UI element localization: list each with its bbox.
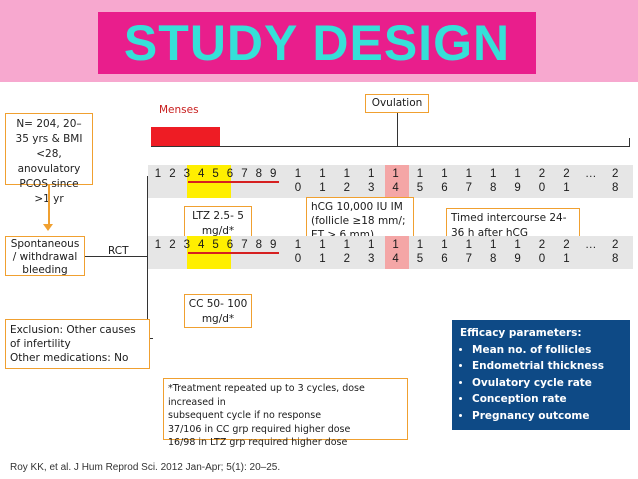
efficacy-item: Ovulatory cycle rate: [472, 375, 622, 392]
timeline-day: 2 1: [563, 239, 570, 265]
treatment-note-line: 16/98 in LTZ grp required higher dose: [168, 437, 348, 448]
timeline-day: 1 8: [489, 168, 497, 194]
timeline-day: 1 1: [319, 168, 326, 194]
timeline-day: 1 5: [416, 168, 424, 194]
timeline-day: 1 9: [514, 239, 521, 265]
ovulation-text: Ovulation: [371, 97, 423, 109]
timeline-day: 1 2: [343, 168, 350, 194]
spontaneous-box: Spontaneous / withdrawal bleeding: [5, 236, 85, 276]
timeline-day: 1 6: [441, 239, 448, 265]
hcg-day-highlight-2: [385, 236, 409, 269]
timeline-day: 1 2: [343, 239, 350, 265]
timeline-day: 1 8: [489, 239, 497, 265]
timeline-day: 6: [226, 239, 234, 251]
menses-label: Menses: [159, 104, 199, 116]
exclusion-text: Exclusion: Other causes of infertility: [10, 324, 136, 350]
timeline-day: 8: [255, 168, 262, 180]
timeline-day: 2 0: [538, 239, 546, 265]
ltz-box: LTZ 2.5- 5 mg/d*: [184, 206, 252, 240]
rct-bracket: [147, 176, 148, 338]
timeline-day: 8: [255, 239, 262, 251]
cc-underline: [188, 252, 279, 254]
timeline-day: 1: [154, 239, 162, 251]
other-medications-text: Other medications: No: [10, 352, 129, 364]
treatment-note-line: 37/106 in CC grp required higher dose: [168, 423, 351, 435]
timeline-day: 4: [197, 168, 205, 180]
efficacy-heading: Efficacy parameters:: [460, 327, 582, 339]
timeline-day: 1: [154, 168, 162, 180]
hcg-box: hCG 10,000 IU IM (follicle ≥18 mm/; ET >…: [306, 197, 414, 243]
efficacy-item: Endometrial thickness: [472, 358, 622, 375]
efficacy-item: Mean no. of follicles: [472, 342, 622, 359]
timeline-day: 3: [183, 239, 190, 251]
timeline-day: 1 7: [465, 239, 472, 265]
timeline-day: …: [585, 168, 597, 180]
ovulation-box: Ovulation: [365, 94, 429, 113]
timeline-day: 1 3: [367, 168, 375, 194]
hcg-text: hCG 10,000 IU IM (follicle ≥18 mm/; ET >…: [311, 201, 406, 241]
timeline-day: 2 8: [611, 168, 619, 194]
timeline-day: 1 4: [392, 168, 399, 194]
timeline-day: 7: [241, 168, 248, 180]
rct-label: RCT: [108, 245, 129, 257]
timeline-day: 3: [183, 168, 190, 180]
arrow-down-icon: [43, 224, 53, 231]
treatment-note-box: *Treatment repeated up to 3 cycles, dose…: [163, 378, 408, 448]
timeline-day: …: [585, 239, 597, 251]
ltz-text: LTZ 2.5- 5 mg/d*: [192, 210, 244, 237]
rct-branch-bottom: [147, 338, 153, 339]
timeline-day: 4: [197, 239, 205, 251]
timeline-day: 1 5: [416, 239, 424, 265]
timeline-day: 1 9: [514, 168, 521, 194]
timeline-day: 9: [269, 239, 277, 251]
timeline-day: 2: [169, 168, 176, 180]
spontaneous-text: Spontaneous / withdrawal bleeding: [10, 238, 80, 276]
timeline-day: 1 1: [319, 239, 326, 265]
ovulation-marker: [397, 113, 398, 146]
treatment-note-line: subsequent cycle if no response: [168, 410, 322, 421]
timeline-day: 1 6: [441, 168, 448, 194]
timeline-day: 1 7: [465, 168, 472, 194]
timeline-day: 9: [269, 168, 277, 180]
population-connector: [48, 185, 50, 226]
timeline-day: 2 1: [563, 168, 570, 194]
efficacy-item: Pregnancy outcome: [472, 408, 622, 425]
hcg-day-highlight-1: [385, 165, 409, 198]
rct-connector: [85, 256, 147, 257]
timeline-day: 2 0: [538, 168, 546, 194]
efficacy-panel: Efficacy parameters: Mean no. of follicl…: [452, 320, 630, 430]
efficacy-item: Conception rate: [472, 391, 622, 408]
timeline-day: 5: [212, 168, 219, 180]
timeline-day: 2: [169, 239, 176, 251]
timeline-day: 7: [241, 239, 248, 251]
timeline-day: 1 0: [294, 239, 302, 265]
timeline-day: 2 8: [611, 239, 619, 265]
population-text: N= 204, 20–35 yrs & BMI <28, anovulatory…: [15, 118, 83, 205]
timeline-day: 1 3: [367, 239, 375, 265]
population-box: N= 204, 20–35 yrs & BMI <28, anovulatory…: [5, 113, 93, 205]
menses-bar: [151, 127, 220, 147]
cc-text: CC 50- 100 mg/d*: [188, 298, 248, 325]
page-title: STUDY DESIGN: [98, 12, 536, 74]
cc-box: CC 50- 100 mg/d*: [184, 294, 252, 328]
cycle-axis-end: [629, 138, 630, 147]
timeline-day: 6: [226, 168, 234, 180]
exclusion-box: Exclusion: Other causes of infertility O…: [5, 319, 150, 369]
ltz-underline: [188, 181, 279, 183]
timeline-day: 1 0: [294, 168, 302, 194]
cycle-axis: [151, 146, 629, 147]
timeline-day: 5: [212, 239, 219, 251]
treatment-note-line: *Treatment repeated up to 3 cycles, dose…: [168, 383, 365, 408]
citation: Roy KK, et al. J Hum Reprod Sci. 2012 Ja…: [10, 462, 281, 473]
timeline-day: 1 4: [392, 239, 399, 265]
